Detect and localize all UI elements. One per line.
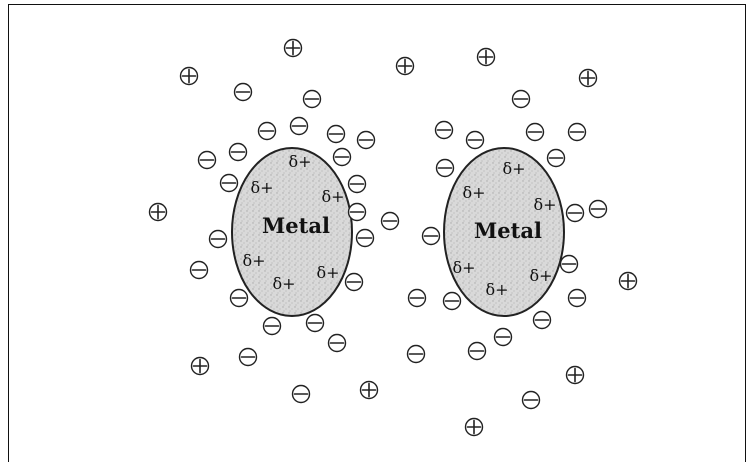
delta-plus-label: δ+ [272,274,295,293]
negative-ion-icon [435,158,455,178]
negative-ion-icon [467,341,487,361]
metal-particle-left: Metal δ+ δ+ δ+ δ+ δ+ δ+ [231,147,353,317]
negative-ion-icon [588,199,608,219]
negative-ion-icon [197,150,217,170]
negative-ion-icon [238,347,258,367]
delta-plus-label: δ+ [316,263,339,282]
negative-ion-icon [291,384,311,404]
negative-ion-icon [262,316,282,336]
positive-ion-icon [565,365,585,385]
positive-ion-icon [190,356,210,376]
negative-ion-icon [327,333,347,353]
metal-sphere-right [443,147,565,317]
negative-ion-icon [567,288,587,308]
negative-ion-icon [356,130,376,150]
metal-particle-right: Metal δ+ δ+ δ+ δ+ δ+ δ+ [443,147,565,317]
positive-ion-icon [283,38,303,58]
positive-ion-icon [395,56,415,76]
negative-ion-icon [493,327,513,347]
positive-ion-icon [359,380,379,400]
negative-ion-icon [305,313,325,333]
negative-ion-icon [257,121,277,141]
delta-plus-label: δ+ [533,195,556,214]
negative-ion-icon [229,288,249,308]
metal-sphere-left [231,147,353,317]
negative-ion-icon [344,272,364,292]
negative-ion-icon [355,228,375,248]
figure-frame [8,4,746,462]
negative-ion-icon [332,147,352,167]
delta-plus-label: δ+ [452,258,475,277]
negative-ion-icon [406,344,426,364]
negative-ion-icon [421,226,441,246]
negative-ion-icon [521,390,541,410]
delta-plus-label: δ+ [321,187,344,206]
positive-ion-icon [179,66,199,86]
negative-ion-icon [326,124,346,144]
negative-ion-icon [347,174,367,194]
negative-ion-icon [228,142,248,162]
delta-plus-label: δ+ [529,266,552,285]
delta-plus-label: δ+ [462,183,485,202]
positive-ion-icon [618,271,638,291]
metal-label-left: Metal [262,213,330,238]
negative-ion-icon [302,89,322,109]
negative-ion-icon [233,82,253,102]
negative-ion-icon [559,254,579,274]
delta-plus-label: δ+ [485,280,508,299]
positive-ion-icon [464,417,484,437]
negative-ion-icon [465,130,485,150]
delta-plus-label: δ+ [250,178,273,197]
ion-layer [148,38,638,437]
negative-ion-icon [208,229,228,249]
delta-plus-label: δ+ [288,152,311,171]
negative-ion-icon [434,120,454,140]
metal-label-right: Metal [474,218,542,243]
negative-ion-icon [380,211,400,231]
negative-ion-icon [347,202,367,222]
negative-ion-icon [289,116,309,136]
negative-ion-icon [442,291,462,311]
negative-ion-icon [525,122,545,142]
delta-plus-label: δ+ [242,251,265,270]
negative-ion-icon [407,288,427,308]
negative-ion-icon [565,203,585,223]
delta-plus-label: δ+ [502,159,525,178]
negative-ion-icon [546,148,566,168]
negative-ion-icon [511,89,531,109]
negative-ion-icon [567,122,587,142]
negative-ion-icon [532,310,552,330]
positive-ion-icon [148,202,168,222]
positive-ion-icon [476,47,496,67]
negative-ion-icon [189,260,209,280]
negative-ion-icon [219,173,239,193]
positive-ion-icon [578,68,598,88]
